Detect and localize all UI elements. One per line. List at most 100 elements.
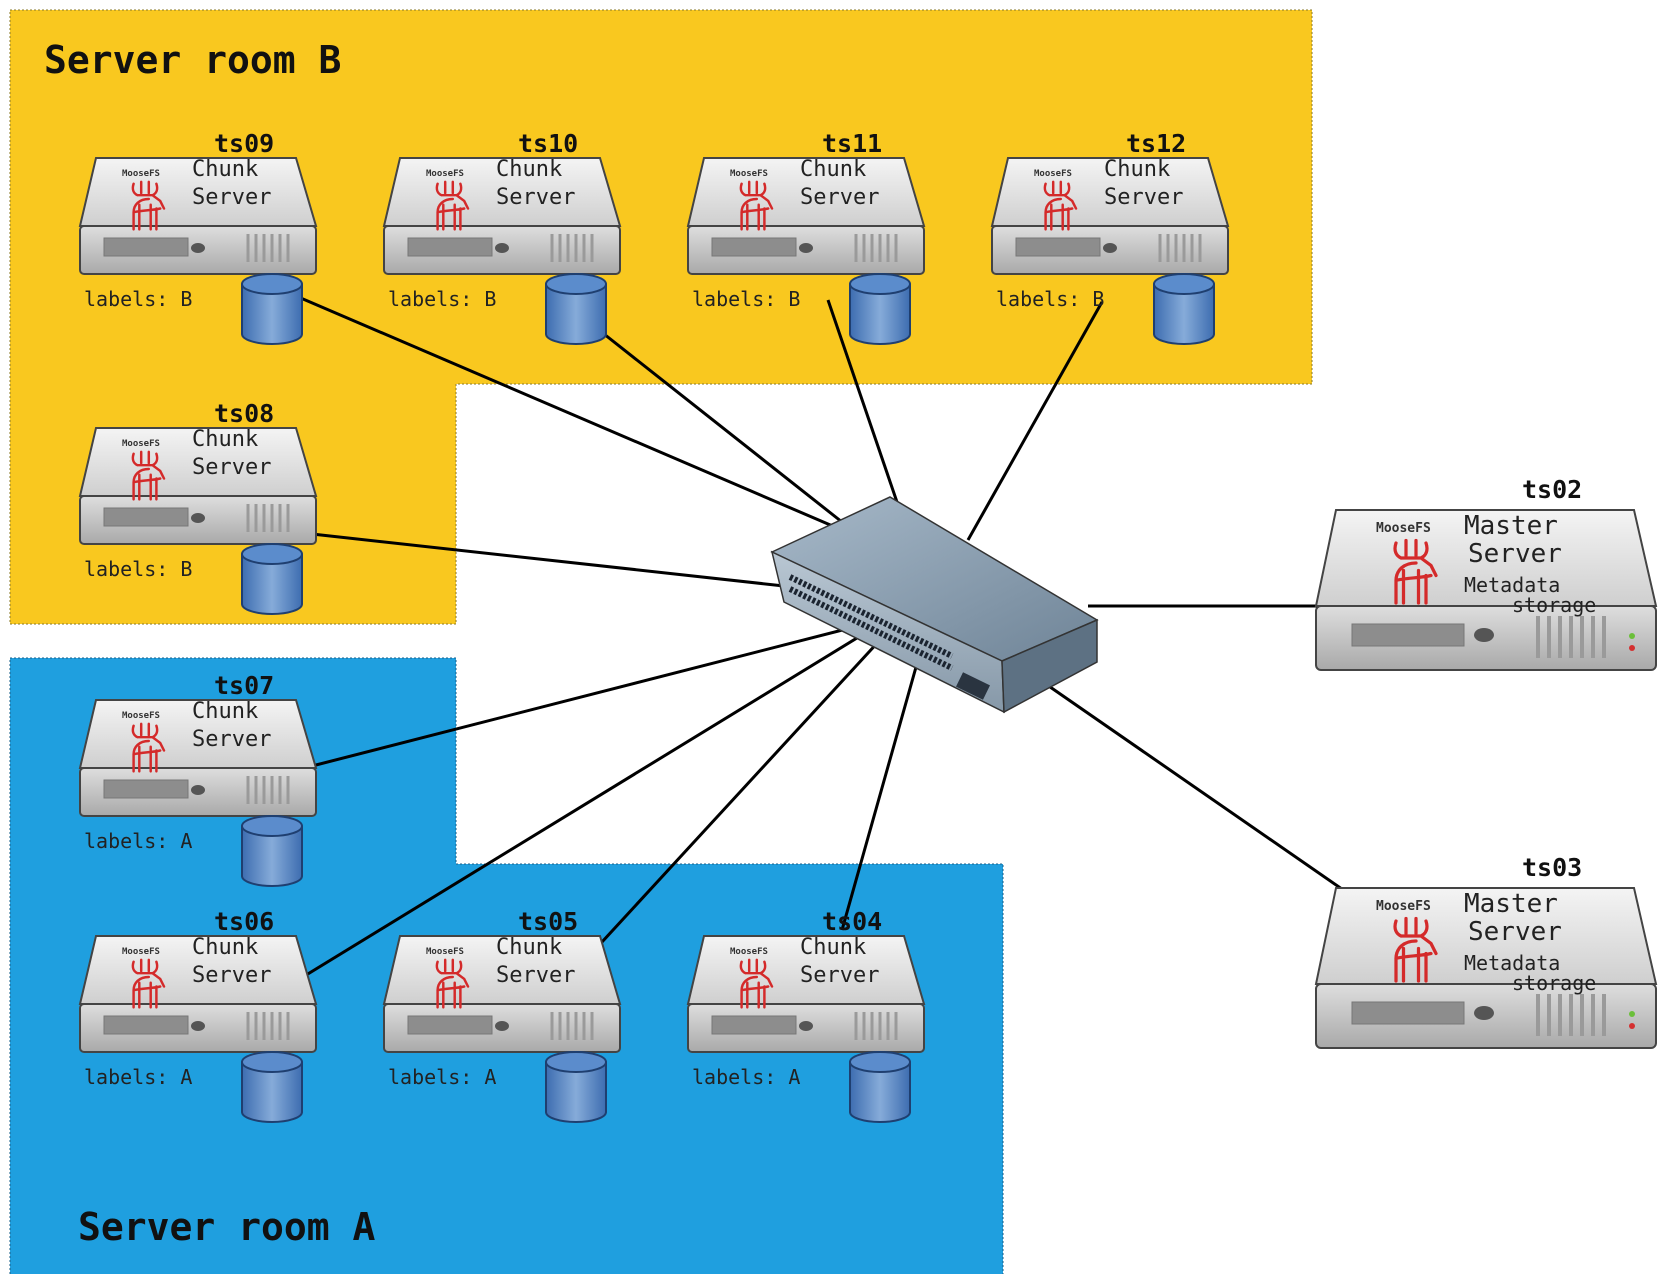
server-drive-bay — [407, 1015, 493, 1035]
server-drive-bay — [103, 1015, 189, 1035]
hostname-label: ts05 — [518, 907, 578, 936]
server-button — [799, 243, 813, 253]
server-button — [495, 1021, 509, 1031]
role-line-2: Server — [800, 185, 879, 210]
hostname-label: ts12 — [1126, 129, 1186, 158]
switch-ports-row1 — [788, 574, 954, 659]
role-line-1: Chunk — [800, 157, 866, 182]
brand-label: MooseFS — [730, 169, 768, 179]
storage-labels-text: labels: B — [388, 287, 496, 311]
server-button — [1474, 1006, 1494, 1020]
server-button — [495, 243, 509, 253]
brand-label: MooseFS — [1376, 521, 1431, 536]
server-vents — [854, 1012, 898, 1040]
hostname-label: ts09 — [214, 129, 274, 158]
brand-label: MooseFS — [1376, 899, 1431, 914]
role-line-2: Server — [1468, 539, 1562, 569]
storage-labels-text: labels: A — [84, 829, 192, 853]
disk-icon — [849, 1051, 911, 1123]
server-vents — [854, 234, 898, 262]
brand-label: MooseFS — [1034, 169, 1072, 179]
moose-logo-icon — [435, 958, 470, 1009]
link-ts10 — [603, 332, 843, 524]
server-vents — [246, 776, 290, 804]
storage-labels-text: labels: B — [84, 287, 192, 311]
role-line-2: Server — [496, 963, 575, 988]
brand-label: MooseFS — [122, 711, 160, 721]
status-led-red — [1629, 645, 1635, 651]
hostname-label: ts08 — [214, 399, 274, 428]
role-line-1: Chunk — [1104, 157, 1170, 182]
disk-icon — [241, 543, 303, 615]
hostname-label: ts02 — [1522, 475, 1582, 504]
network-links — [295, 294, 1353, 982]
link-ts07 — [311, 623, 863, 768]
role-line-2: Server — [1104, 185, 1183, 210]
hostname-label: ts06 — [214, 907, 274, 936]
server-vents — [246, 234, 290, 262]
moose-logo-icon — [1043, 180, 1078, 231]
link-ts05 — [588, 638, 882, 957]
moose-logo-icon — [131, 180, 166, 231]
role-line-3: Metadata — [1464, 573, 1560, 597]
server-drive-bay — [1015, 237, 1101, 257]
disk-icon — [849, 273, 911, 345]
server-drive-bay — [1351, 1001, 1465, 1025]
brand-label: MooseFS — [426, 947, 464, 957]
hostname-label: ts11 — [822, 129, 882, 158]
role-line-2: Server — [192, 963, 271, 988]
role-line-4: storage — [1512, 593, 1596, 617]
moose-logo-icon — [739, 958, 774, 1009]
server-button — [191, 1021, 205, 1031]
link-ts08 — [311, 532, 785, 588]
storage-labels-text: labels: A — [692, 1065, 800, 1089]
role-line-1: Chunk — [496, 935, 562, 960]
moose-logo-icon — [1393, 538, 1438, 605]
role-line-4: storage — [1512, 971, 1596, 995]
server-button — [1474, 628, 1494, 642]
server-drive-bay — [711, 237, 797, 257]
link-ts04 — [840, 659, 920, 931]
storage-labels-text: labels: A — [84, 1065, 192, 1089]
storage-labels-text: labels: B — [84, 557, 192, 581]
link-ts09 — [295, 294, 843, 532]
server-vents — [246, 1012, 290, 1040]
role-line-1: Chunk — [192, 935, 258, 960]
server-button — [191, 243, 205, 253]
storage-labels-text: labels: B — [692, 287, 800, 311]
role-line-2: Server — [800, 963, 879, 988]
role-line-2: Server — [192, 455, 271, 480]
moose-logo-icon — [131, 958, 166, 1009]
server-vents — [550, 1012, 594, 1040]
server-button — [1103, 243, 1117, 253]
link-ts06 — [297, 628, 871, 982]
moose-logo-icon — [435, 180, 470, 231]
status-led-red — [1629, 1023, 1635, 1029]
storage-labels-text: labels: B — [996, 287, 1104, 311]
link-ts03 — [1039, 678, 1353, 898]
disk-icon — [1153, 273, 1215, 345]
disk-icon — [545, 273, 607, 345]
server-vents — [550, 234, 594, 262]
server-top — [1314, 887, 1658, 985]
disk-icon — [241, 273, 303, 345]
link-ts12 — [966, 301, 1104, 541]
server-vents — [1158, 234, 1202, 262]
role-line-3: Metadata — [1464, 951, 1560, 975]
moose-logo-icon — [739, 180, 774, 231]
disk-icon — [241, 815, 303, 887]
server-room-b-area — [9, 9, 1313, 625]
role-line-1: Chunk — [496, 157, 562, 182]
server-vents — [246, 504, 290, 532]
